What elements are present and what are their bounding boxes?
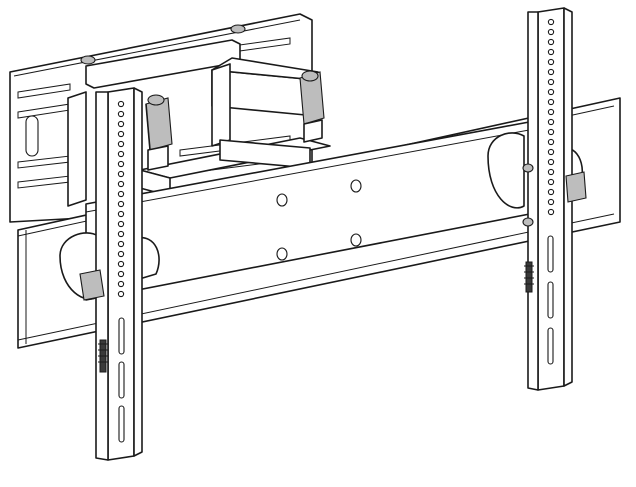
mounting-hole	[117, 250, 125, 258]
mounting-hole	[117, 210, 125, 218]
mounting-hole	[117, 130, 125, 138]
mounting-hole	[117, 140, 125, 148]
mounting-hole	[117, 230, 125, 238]
mounting-hole	[117, 150, 125, 158]
mounting-hole	[547, 28, 555, 36]
mounting-hole	[547, 128, 555, 136]
articulating-arms	[67, 39, 331, 207]
mounting-hole	[117, 170, 125, 178]
mounting-hole	[117, 280, 125, 288]
mounting-hole	[547, 178, 555, 186]
horizontal-rail	[17, 97, 621, 349]
mounting-hole	[547, 78, 555, 86]
mounting-hole	[547, 88, 555, 96]
mounting-hole	[547, 198, 555, 206]
mounting-hole	[547, 38, 555, 46]
mounting-hole	[117, 190, 125, 198]
wall-plate-oval-slot	[25, 115, 39, 157]
right-arm-holes	[547, 18, 555, 216]
right-knob	[565, 171, 587, 203]
mounting-hole	[547, 108, 555, 116]
mounting-hole	[117, 270, 125, 278]
mounting-hole	[117, 200, 125, 208]
mounting-hole	[547, 188, 555, 196]
mounting-hole	[117, 290, 125, 298]
mounting-hole	[547, 18, 555, 26]
left-vertical-arm	[79, 87, 143, 461]
right-vertical-arm	[522, 7, 587, 391]
mounting-hole	[117, 240, 125, 248]
mounting-hole	[547, 48, 555, 56]
left-arm-holes	[117, 100, 125, 298]
mounting-hole	[547, 118, 555, 126]
mounting-hole	[547, 208, 555, 216]
mounting-hole	[117, 110, 125, 118]
mounting-hole	[547, 58, 555, 66]
left-knob	[79, 269, 105, 301]
mounting-hole	[117, 260, 125, 268]
mounting-hole	[117, 160, 125, 168]
top-bolts	[80, 24, 246, 65]
right-boss	[487, 132, 525, 209]
mounting-hole	[117, 120, 125, 128]
mounting-hole	[547, 158, 555, 166]
mounting-hole	[547, 148, 555, 156]
mounting-hole	[547, 98, 555, 106]
mounting-hole	[117, 100, 125, 108]
mounting-hole	[117, 220, 125, 228]
rail-holes	[276, 179, 362, 261]
mounting-hole	[547, 68, 555, 76]
mounting-hole	[547, 138, 555, 146]
mounting-hole	[547, 168, 555, 176]
mounting-hole	[117, 180, 125, 188]
